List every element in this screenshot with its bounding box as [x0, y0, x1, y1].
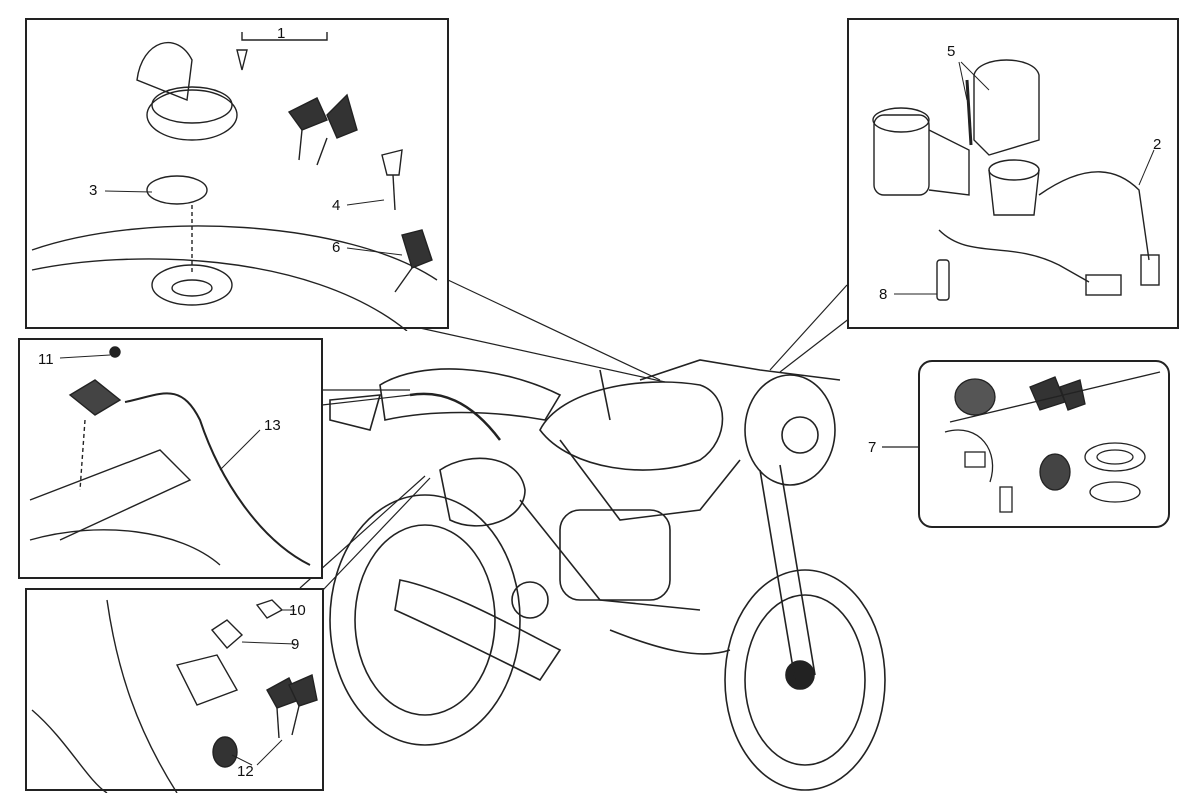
headlight	[744, 374, 836, 486]
detail-box-helmet-lock: 10 9 12	[25, 588, 324, 793]
callout-2: 2	[1153, 136, 1162, 153]
detail-box-lock-kit	[918, 360, 1170, 528]
callout-13: 13	[264, 417, 281, 434]
callout-3: 3	[89, 182, 98, 199]
callout-12: 12	[237, 763, 254, 780]
fuel-tank	[539, 381, 724, 471]
callout-5: 5	[947, 43, 956, 60]
detail-box-seat-lock: 11 13	[18, 338, 323, 579]
callout-4: 4	[332, 197, 341, 214]
detail-box-ignition-switch: 5 2 8	[847, 18, 1179, 329]
callout-1: 1	[277, 25, 286, 42]
callout-6: 6	[332, 239, 341, 256]
callout-7: 7	[868, 439, 877, 456]
front-wheel	[724, 569, 886, 791]
seat	[379, 368, 562, 421]
callout-8: 8	[879, 286, 888, 303]
callout-11: 11	[38, 351, 54, 368]
callout-10: 10	[289, 602, 306, 619]
detail-box-fuel-cap: 1 3 4 6	[25, 18, 449, 331]
rear-wheel	[329, 494, 521, 746]
callout-9: 9	[291, 636, 300, 653]
